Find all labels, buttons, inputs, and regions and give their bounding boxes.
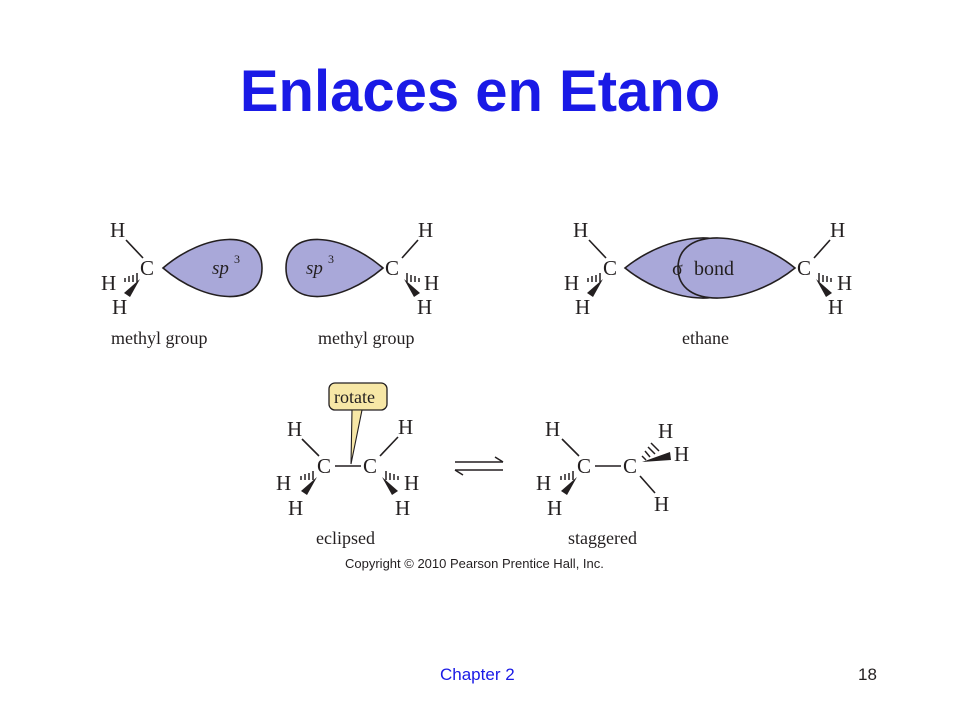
hydrogen-atom: H [658,419,673,443]
solid-wedge-bond [816,279,832,297]
copyright-notice: Copyright © 2010 Pearson Prentice Hall, … [345,556,604,571]
methyl-group-label: methyl group [111,328,208,348]
solid-wedge-bond [587,279,603,297]
rotate-callout-pointer [350,409,363,465]
hydrogen-atom: H [424,271,439,295]
rotate-label: rotate [334,387,375,407]
solid-wedge-bond [382,477,398,495]
hydrogen-atom: H [418,218,433,242]
hydrogen-atom: H [575,295,590,319]
sp3-label-right: sp [306,258,323,279]
sp3-orbital-right [285,238,385,298]
equilibrium-arrows [454,456,504,476]
solid-wedge-bond [301,477,317,495]
carbon-atom: C [797,256,811,280]
solid-wedge-bond [561,477,577,495]
footer-chapter: Chapter 2 [440,665,515,684]
staggered-conformation: C C H H H H H H staggered [536,417,689,548]
carbon-atom: C [623,454,637,478]
hashed-wedge-bond [300,471,314,480]
methyl-group-label: methyl group [318,328,415,348]
solid-wedge-bond [124,279,140,297]
slide-title: Enlaces en Etano [239,59,721,124]
eclipsed-label: eclipsed [316,528,375,548]
solid-wedge-bond [642,452,671,462]
hashed-wedge-bond [124,273,138,282]
carbon-atom: C [140,256,154,280]
methyl-group-left: sp 3 C H H H methyl group [101,218,263,348]
hydrogen-atom: H [654,492,669,516]
ethane-label: ethane [682,328,729,348]
sp3-exponent-left: 3 [234,252,240,266]
sp3-orbital-overlap-right [677,237,797,299]
carbon-atom: C [603,256,617,280]
carbon-atom: C [385,256,399,280]
hydrogen-atom: H [830,218,845,242]
hydrogen-atom: H [828,295,843,319]
hashed-wedge-bond [641,442,660,461]
sigma-symbol: σ [672,258,683,280]
hydrogen-atom: H [547,496,562,520]
hydrogen-atom: H [545,417,560,441]
hashed-wedge-bond [587,273,601,282]
solid-wedge-bond [404,279,420,297]
carbon-atom: C [317,454,331,478]
hashed-wedge-bond [406,273,420,282]
footer-page-number: 18 [858,665,877,684]
sp3-exponent-right: 3 [328,252,334,266]
hydrogen-atom: H [404,471,419,495]
carbon-atom: C [363,454,377,478]
carbon-atom: C [577,454,591,478]
methyl-group-right: sp 3 C H H H methyl group [285,218,439,348]
staggered-label: staggered [568,528,637,548]
hashed-wedge-bond [385,471,399,480]
hydrogen-atom: H [573,218,588,242]
hydrogen-atom: H [837,271,852,295]
hydrogen-atom: H [110,218,125,242]
hydrogen-atom: H [288,496,303,520]
hydrogen-atom: H [112,295,127,319]
hydrogen-atom: H [398,415,413,439]
hydrogen-atom: H [536,471,551,495]
hydrogen-atom: H [564,271,579,295]
hydrogen-atom: H [674,442,689,466]
bond-label: bond [694,258,734,280]
sp3-orbital-left [161,238,263,298]
eclipsed-conformation: rotate C C H H H H H H eclipsed [276,382,419,548]
hydrogen-atom: H [287,417,302,441]
hydrogen-atom: H [395,496,410,520]
hashed-wedge-bond [560,471,574,480]
hashed-wedge-bond [818,273,832,282]
ethane-sigma-bond: σ bond C H H H C H H H ethane [564,218,852,348]
hydrogen-atom: H [417,295,432,319]
hydrogen-atom: H [101,271,116,295]
sp3-label-left: sp [212,258,229,279]
hydrogen-atom: H [276,471,291,495]
